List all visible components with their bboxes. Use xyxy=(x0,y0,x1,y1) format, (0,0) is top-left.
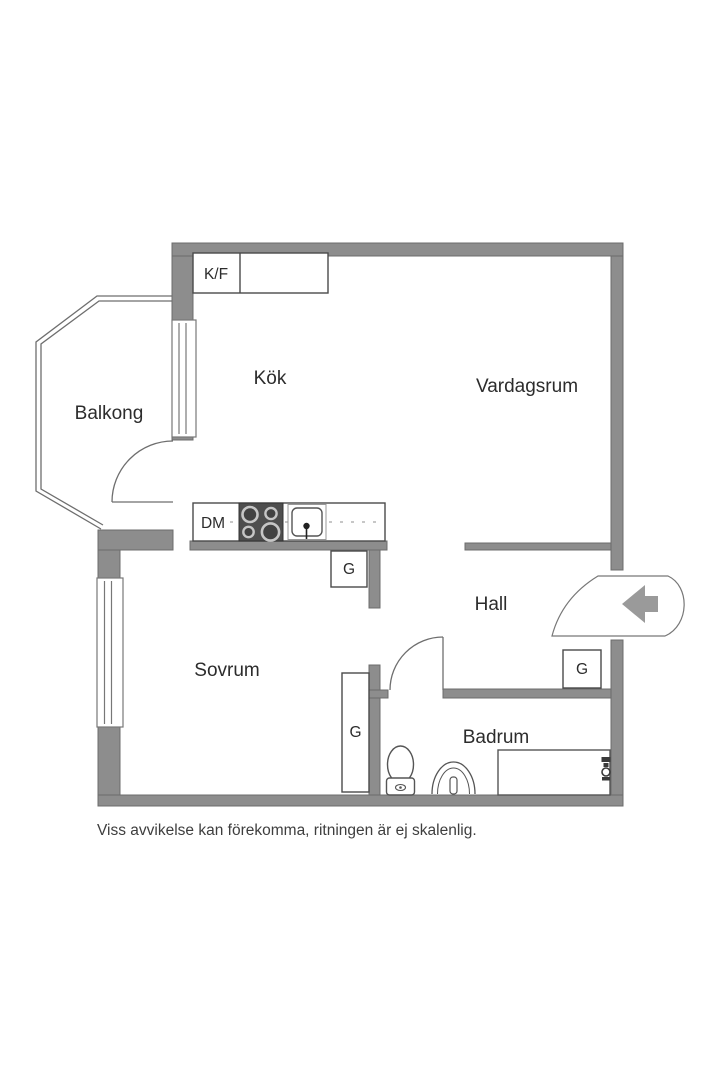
toilet-button xyxy=(394,783,407,792)
wardrobe-kitchen xyxy=(330,550,368,588)
wall-bedroom-top xyxy=(97,529,174,551)
room-label-kitchen: Kök xyxy=(254,368,287,389)
balcony-railing xyxy=(35,295,172,530)
wall-kitchen-counter xyxy=(189,540,388,551)
doors xyxy=(111,440,685,691)
shower-mixer-dial xyxy=(601,767,611,777)
burner-4 xyxy=(260,522,281,542)
bathroom-sink xyxy=(431,761,476,795)
kitchen-sink xyxy=(287,504,327,540)
room-label-bathroom: Badrum xyxy=(463,727,530,748)
room-label-bedroom: Sovrum xyxy=(194,660,259,681)
wall-livingroom-bottom xyxy=(464,542,612,551)
kitchen-window-frame xyxy=(171,319,197,438)
bedroom-window-frame xyxy=(96,577,124,728)
fridge-freezer-cabinet xyxy=(192,252,329,294)
stove xyxy=(238,502,284,542)
kitchen-fixtures xyxy=(192,252,386,542)
burner-1 xyxy=(241,505,259,524)
wall-hall-bottom xyxy=(442,688,612,699)
entrance-door-swing xyxy=(551,575,685,637)
fridge-freezer-outline xyxy=(192,252,329,294)
shower-mixer-neck xyxy=(603,763,609,767)
wall-right-upper xyxy=(610,255,624,571)
room-label-hall: Hall xyxy=(475,594,508,615)
label-wardrobe-hall: G xyxy=(576,661,588,678)
wardrobe-bedroom xyxy=(341,672,370,793)
wardrobes xyxy=(330,550,602,793)
wardrobe-hall xyxy=(562,649,602,689)
shower-tub xyxy=(497,749,611,796)
wall-bathroom-door-left xyxy=(368,689,389,699)
wall-right-lower xyxy=(610,639,624,807)
room-label-living-room: Vardagsrum xyxy=(476,376,578,397)
shower-mixer-base xyxy=(602,777,610,781)
shower-mixer-top xyxy=(601,757,611,762)
bathroom-sink-tap xyxy=(449,776,458,795)
balcony-railing-outer xyxy=(35,295,172,530)
burner-3 xyxy=(242,525,255,539)
bathroom-door-arc xyxy=(389,636,444,691)
wall-bedroom-left-lower xyxy=(97,726,121,796)
balcony-railing-inner xyxy=(40,300,172,526)
kitchen-window xyxy=(171,319,197,438)
wall-bedroom-bathroom xyxy=(368,664,381,796)
balcony-door xyxy=(111,440,174,503)
entrance-door xyxy=(551,575,685,637)
burner-2 xyxy=(264,506,278,521)
bathroom-sink-inner xyxy=(437,767,470,795)
label-wardrobe-bedroom: G xyxy=(349,724,361,741)
bathroom-door xyxy=(389,636,444,691)
shower-mixer-icon xyxy=(601,757,611,781)
windows xyxy=(96,319,197,728)
wall-kitchen-left xyxy=(171,255,194,321)
wall-kitchen-closet-stub xyxy=(368,549,381,609)
room-label-balcony: Balkong xyxy=(75,403,144,424)
entrance-arrow-icon xyxy=(622,585,658,623)
label-dishwasher: DM xyxy=(201,515,225,532)
room-labels: Balkong Kök Vardagsrum Sovrum Hall Badru… xyxy=(75,266,588,748)
label-wardrobe-kitchen: G xyxy=(343,561,355,578)
bedroom-window xyxy=(96,577,124,728)
balcony-door-arc xyxy=(111,440,174,503)
bathroom-fixtures xyxy=(385,745,611,796)
label-fridge-freezer: K/F xyxy=(204,266,228,283)
toilet xyxy=(385,745,416,796)
disclaimer-text: Viss avvikelse kan förekomma, ritningen … xyxy=(97,822,477,839)
wall-bottom xyxy=(97,794,624,807)
toilet-button-dot xyxy=(399,786,402,789)
